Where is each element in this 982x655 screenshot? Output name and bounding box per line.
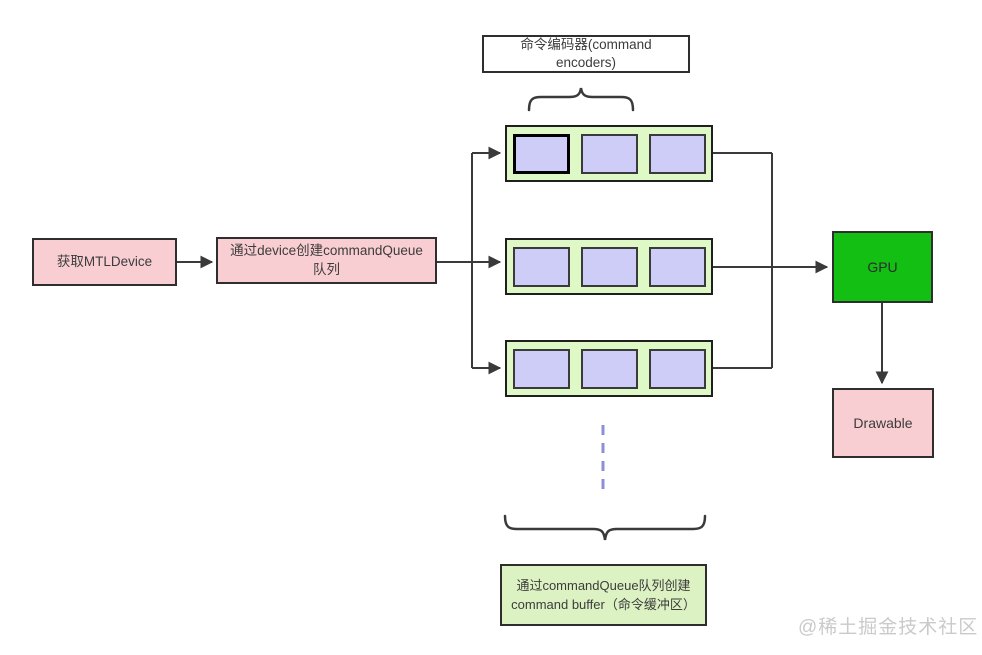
command-slot — [648, 246, 706, 287]
label-create-command-buffer: 通过commandQueue队列创建command buffer（命令缓冲区） — [500, 564, 707, 626]
command-slot — [580, 133, 638, 174]
command-slot — [512, 133, 570, 174]
node-get-mtldevice-label: 获取MTLDevice — [56, 253, 153, 269]
label-command-encoders: 命令编码器(command encoders) — [482, 35, 690, 73]
top-brace-icon — [527, 87, 635, 112]
node-drawable: Drawable — [832, 388, 934, 458]
node-get-mtldevice: 获取MTLDevice — [32, 238, 177, 286]
command-slot — [512, 246, 570, 287]
command-buffer-row — [505, 238, 713, 295]
command-buffer-row — [505, 125, 713, 182]
node-create-commandqueue-label: 通过device创建commandQueue队列 — [230, 243, 423, 277]
command-slot — [648, 348, 706, 389]
command-slot — [580, 246, 638, 287]
watermark: @稀土掘金技术社区 — [798, 617, 979, 638]
node-drawable-label: Drawable — [853, 414, 913, 431]
command-slot — [580, 348, 638, 389]
command-buffer-row — [505, 340, 713, 397]
node-gpu: GPU — [832, 231, 933, 303]
command-slot — [648, 133, 706, 174]
bottom-brace-icon — [503, 514, 707, 541]
node-gpu-label: GPU — [867, 258, 898, 275]
label-create-command-buffer-text: 通过commandQueue队列创建command buffer（命令缓冲区） — [511, 577, 696, 613]
label-command-encoders-text: 命令编码器(command encoders) — [520, 36, 652, 70]
command-slot — [512, 348, 570, 389]
node-create-commandqueue: 通过device创建commandQueue队列 — [216, 237, 437, 284]
